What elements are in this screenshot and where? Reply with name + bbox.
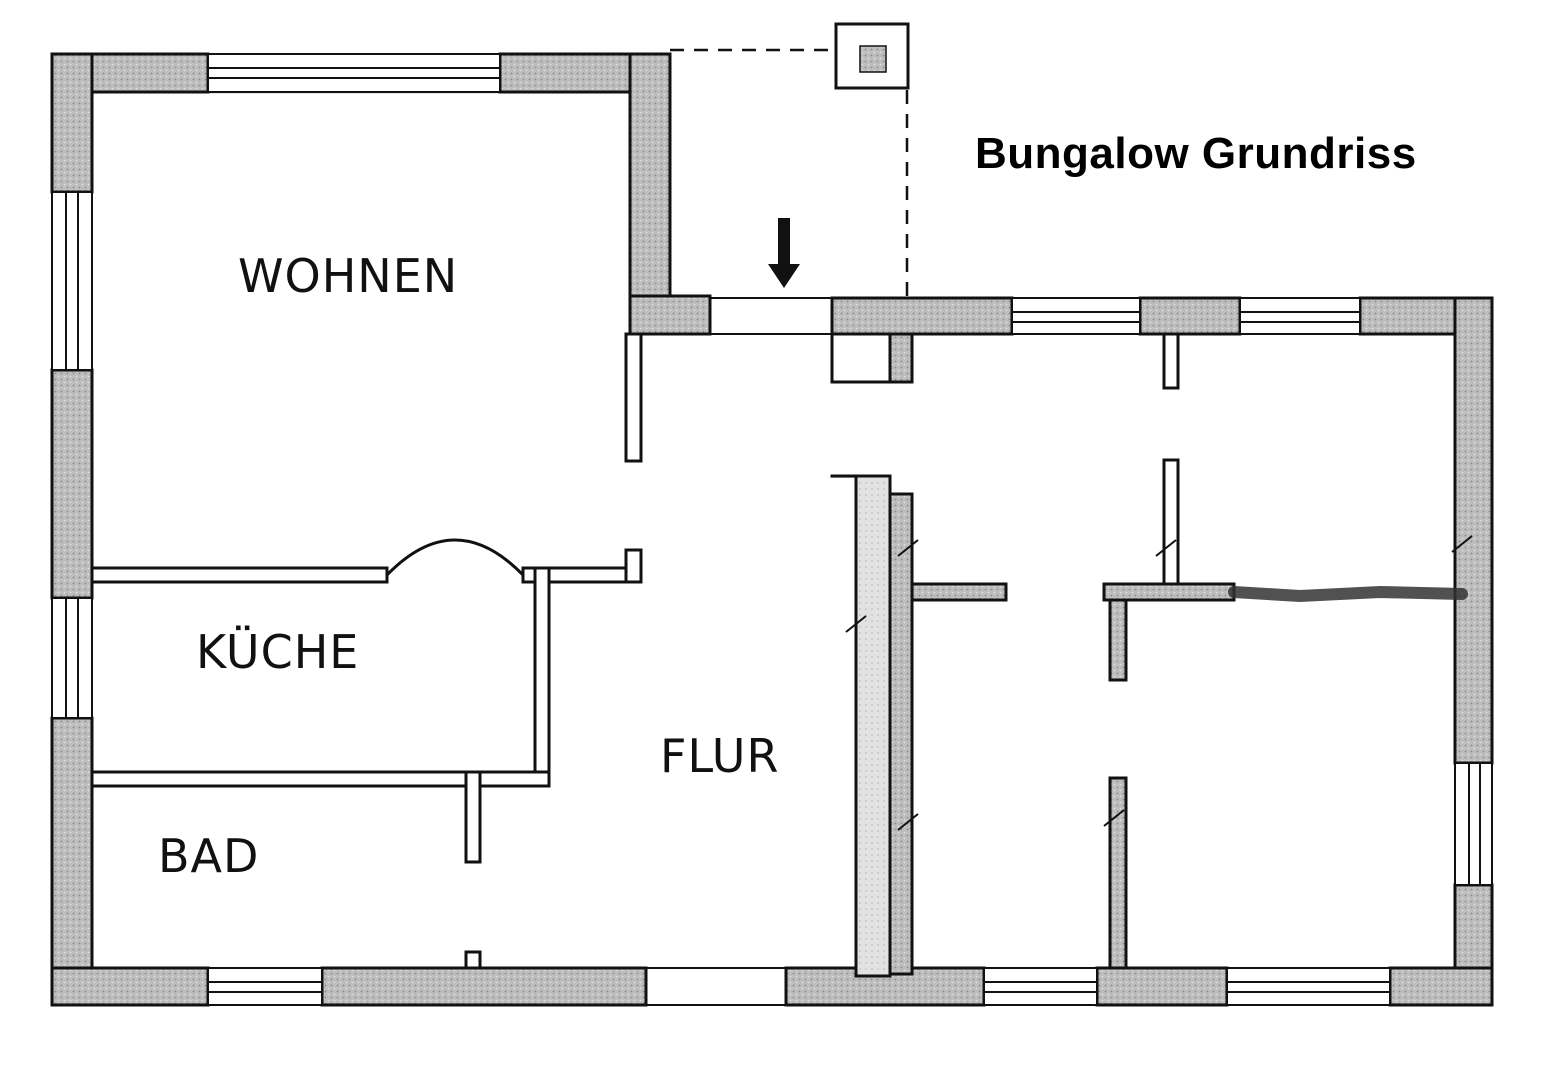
room-label-flur: FLUR <box>660 729 779 783</box>
window <box>51 597 93 719</box>
interior-walls-left <box>90 332 643 970</box>
wall-segment <box>50 52 94 194</box>
room-label-kueche: KÜCHE <box>196 625 359 679</box>
entrance <box>646 297 832 1006</box>
window <box>983 967 1098 1006</box>
wall-segment <box>910 582 1008 602</box>
window <box>1454 762 1493 886</box>
wall-segment <box>464 770 482 864</box>
wall-segment <box>628 294 712 336</box>
windows-left <box>51 53 501 1006</box>
wall-segment <box>90 566 389 584</box>
chimney-icon <box>834 22 910 90</box>
wall-segment <box>1162 458 1180 586</box>
window <box>51 191 93 371</box>
windows-right <box>983 297 1493 1006</box>
wall-segment <box>320 966 648 1007</box>
entry-arrow-icon <box>768 218 800 288</box>
wall-segment <box>1102 582 1236 602</box>
wall-segment <box>50 368 94 600</box>
kitchen-door-arch <box>385 538 525 577</box>
plan-title: Bungalow Grundriss <box>975 129 1417 178</box>
wall-segment <box>533 566 551 788</box>
wall-segment <box>624 548 643 584</box>
wall-segment <box>624 332 643 463</box>
wall-segment <box>1453 296 1494 765</box>
window <box>1226 967 1391 1006</box>
exterior-walls-left <box>50 52 712 1007</box>
wall-segment <box>1162 332 1180 390</box>
window <box>207 967 323 1006</box>
wall-segment <box>1138 296 1242 336</box>
wall-segment <box>888 492 914 976</box>
sketched-wall <box>1228 585 1468 603</box>
wall-segment <box>464 950 482 970</box>
wall-segment <box>1108 776 1128 970</box>
wall-segment <box>1388 966 1494 1007</box>
wall-segment <box>50 966 210 1007</box>
window <box>1011 297 1141 335</box>
wall-segment <box>628 52 672 336</box>
wall-segment <box>50 716 94 1007</box>
wall-segment <box>1095 966 1229 1007</box>
wall-segment <box>1108 598 1128 682</box>
wall-segment <box>830 296 1014 336</box>
room-label-bad: BAD <box>158 829 259 883</box>
wall-segment <box>888 332 914 384</box>
interior-walls-right <box>830 332 1236 978</box>
carport-outline <box>670 48 909 298</box>
wall-segment <box>854 474 892 978</box>
wall-segment <box>90 770 551 788</box>
wall-ticks <box>845 535 1473 831</box>
window <box>1239 297 1361 335</box>
closet <box>830 332 892 384</box>
room-label-wohnen: WOHNEN <box>238 249 458 303</box>
window <box>207 53 501 93</box>
